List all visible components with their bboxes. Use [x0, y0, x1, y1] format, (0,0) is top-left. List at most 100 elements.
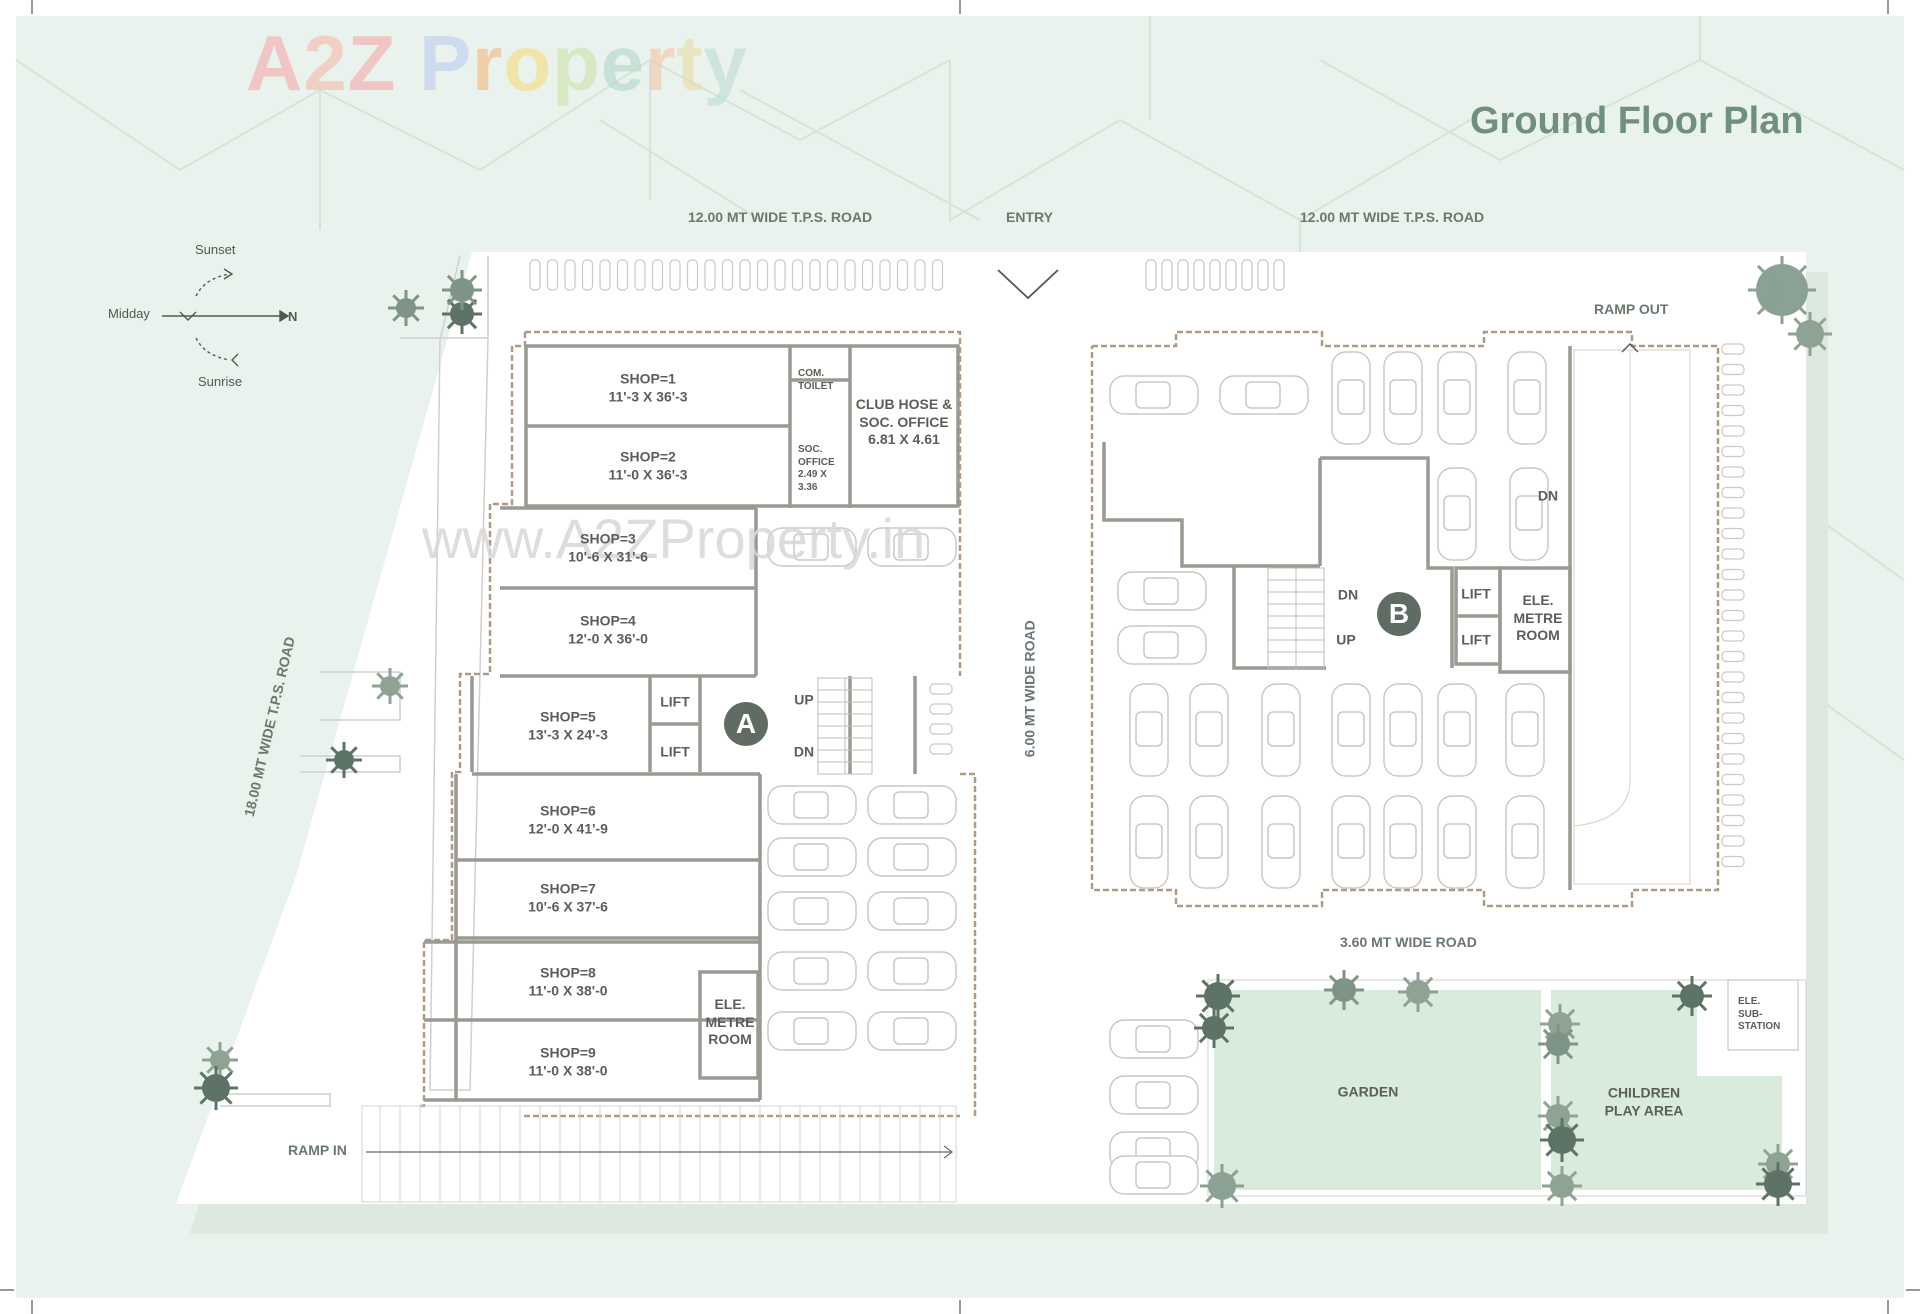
bike-icon [686, 259, 699, 291]
bike-icon [1721, 671, 1745, 683]
shop-5-size: 13'-3 X 24'-3 [528, 726, 608, 742]
tree-icon [1540, 1004, 1580, 1044]
bike-icon [756, 259, 769, 291]
tree-icon [194, 1066, 238, 1110]
bike-icon [1177, 259, 1189, 291]
bike-icon [721, 259, 734, 291]
shop-7-name: SHOP=7 [540, 880, 596, 897]
bike-icon [616, 259, 629, 291]
car-icon [867, 837, 957, 877]
shop-1-name: SHOP=1 [620, 370, 676, 387]
block-b-badge: B [1377, 592, 1421, 636]
watermark-letter: p [552, 19, 601, 107]
bike-icon [1721, 773, 1745, 786]
shop-9-name: SHOP=9 [540, 1044, 596, 1061]
tree-icon [1540, 1118, 1584, 1162]
club-house-line1: CLUB HOSE & [855, 395, 953, 412]
car-icon [1219, 375, 1309, 415]
com-toilet-line2: TOILET [798, 380, 834, 392]
shop-1-size: 11'-3 X 36'-3 [608, 388, 688, 404]
ramp-out-arrow-icon [1621, 343, 1639, 353]
car-icon [767, 837, 857, 877]
compass-diagram [162, 268, 290, 367]
watermark-letter: 2 [303, 19, 348, 107]
bike-icon [1721, 650, 1745, 663]
tree-icon [1538, 1096, 1578, 1136]
car-icon [1505, 683, 1545, 777]
tree-icon [326, 742, 362, 778]
shop-6-size: 12'-0 X 41'-9 [528, 820, 608, 836]
substation-line2: SUB- [1738, 1008, 1763, 1020]
car-icon [1129, 683, 1169, 777]
bike-icon [929, 703, 953, 715]
bike-icon [1721, 855, 1745, 868]
bike-icon [1721, 548, 1745, 560]
tree-icon [202, 1042, 238, 1078]
substation-label: ELE.SUB-STATION [1738, 996, 1780, 1034]
bike-icon [1721, 404, 1745, 417]
bike-icon [1145, 259, 1157, 291]
bike-icon [1721, 691, 1745, 704]
car-icon [1109, 1155, 1199, 1195]
bike-icon [1721, 835, 1745, 847]
ele-b-line3: ROOM [1516, 626, 1560, 643]
car-icon [1331, 351, 1371, 445]
shop-8-size: 11'-0 X 38'-0 [528, 982, 608, 998]
car-icon [1109, 375, 1199, 415]
bike-icon [1721, 445, 1745, 458]
bike-icon [774, 259, 786, 291]
car-icon [867, 527, 957, 567]
bike-parking-row-a [529, 259, 944, 291]
block-b-staircase [1267, 567, 1325, 669]
entry-label: ENTRY [1006, 209, 1053, 225]
bike-icon [1721, 343, 1745, 355]
soc-office-line2: OFFICE [798, 456, 835, 468]
car-parking [767, 351, 1549, 1195]
shop-2-size: 11'-0 X 36'-3 [608, 466, 688, 482]
tree-icon [1324, 970, 1364, 1010]
shop-4-name: SHOP=4 [580, 612, 636, 629]
bike-parking-row-c [1721, 343, 1745, 868]
car-icon [1109, 1019, 1199, 1059]
road-label-middle: 6.00 MT WIDE ROAD [1021, 620, 1038, 758]
block-b-dn-label: DN [1337, 586, 1359, 603]
lift-b2-label: LIFT [1461, 631, 1491, 648]
garden-area [1207, 979, 1807, 1197]
page-title: Ground Floor Plan [1470, 100, 1804, 142]
bike-icon [634, 259, 646, 291]
bike-icon [929, 683, 953, 695]
bike-icon [599, 259, 611, 291]
car-icon [867, 1011, 957, 1051]
block-a-dn-label: DN [793, 743, 815, 760]
bike-icon [844, 259, 856, 291]
block-a-walls [424, 344, 960, 1102]
ramp-in-label: RAMP IN [288, 1142, 347, 1158]
club-house-size: 6.81 X 4.61 [868, 430, 940, 447]
block-a-badge: A [724, 702, 768, 746]
watermark-letter: r [472, 19, 504, 107]
play-line1: CHILDREN [1607, 1084, 1681, 1101]
ele-b-line2: METRE [1513, 609, 1563, 626]
bike-icon [1721, 753, 1745, 765]
shop-7-size: 10'-6 X 37'-6 [528, 898, 608, 914]
ramp-out-label: RAMP OUT [1594, 301, 1669, 317]
car-icon [1383, 795, 1423, 889]
block-a-up-label: UP [794, 691, 814, 708]
substation-line1: ELE. [1738, 996, 1761, 1007]
watermark-letter: o [503, 19, 553, 107]
a2z-watermark-logo: A2Z Property [246, 18, 748, 109]
bike-icon [1721, 732, 1745, 745]
watermark-url: www.A2ZProperty.in [422, 507, 926, 570]
bike-icon [581, 259, 594, 291]
car-icon [1437, 795, 1477, 889]
road-label-bottom-right: 3.60 MT WIDE ROAD [1340, 934, 1477, 950]
